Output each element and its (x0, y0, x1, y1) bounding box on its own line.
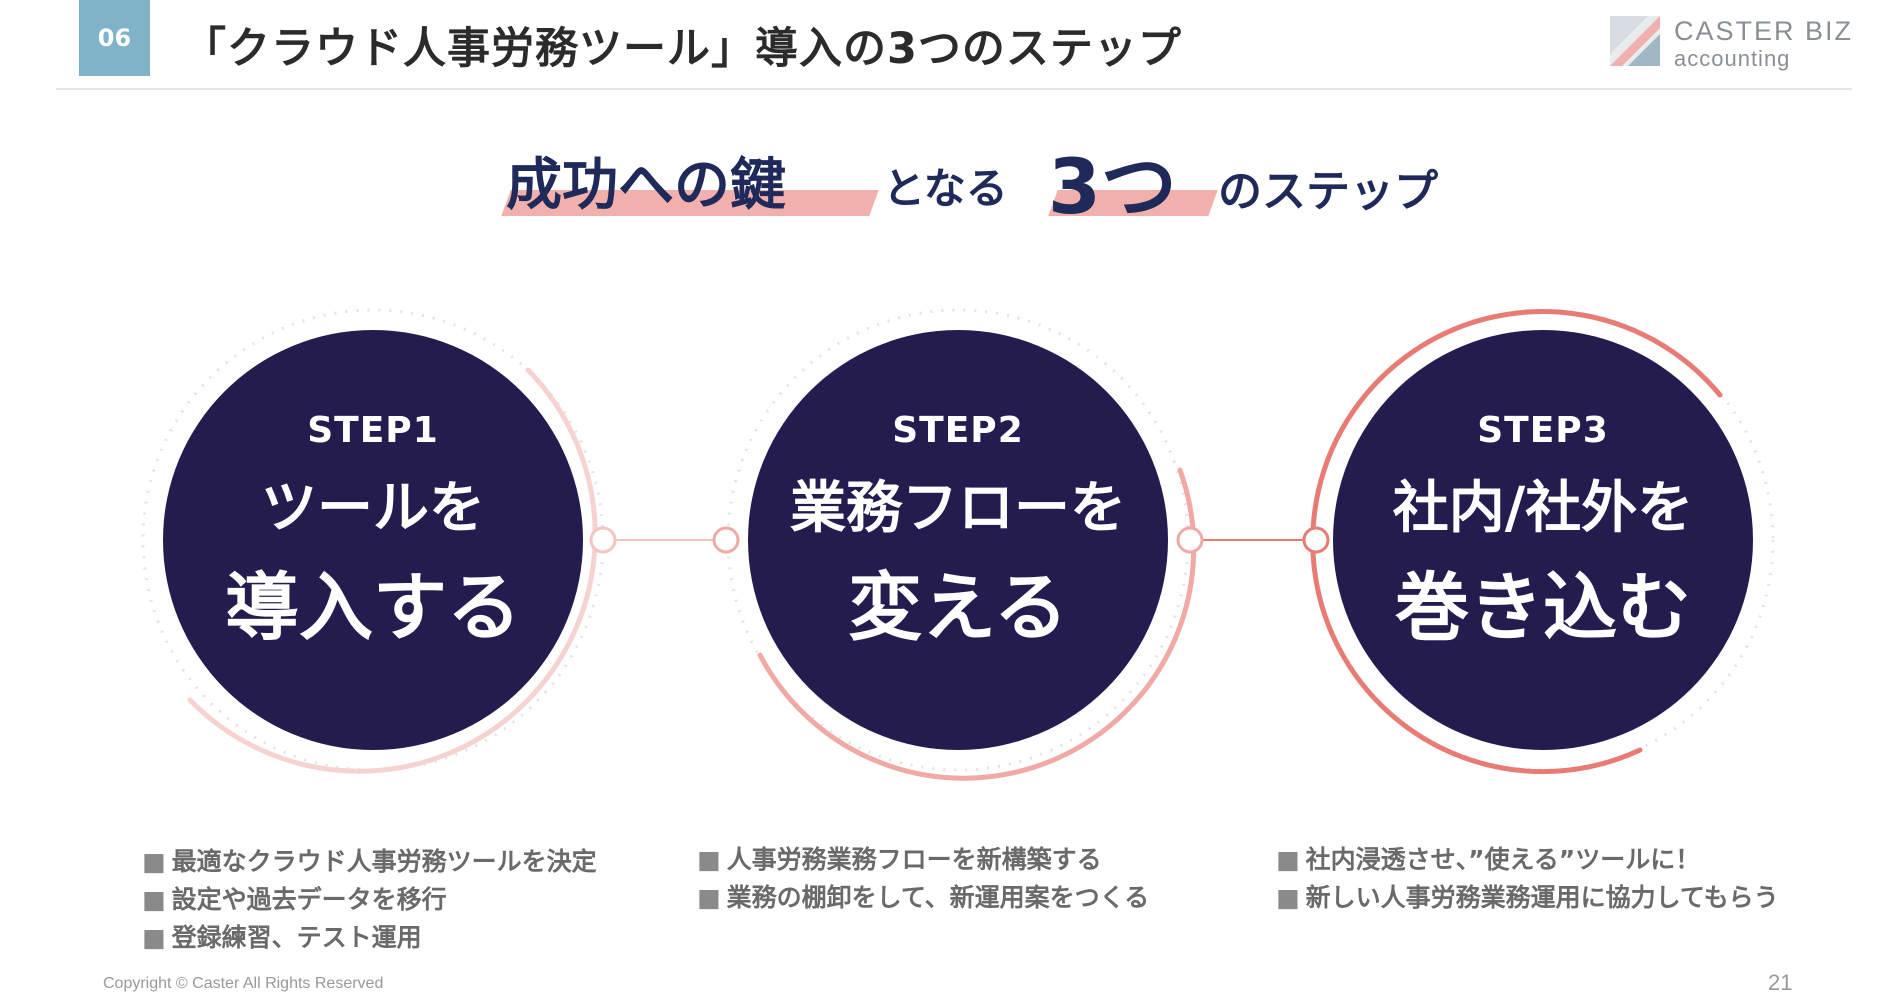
list-item: ■新しい人事労務業務運用に協力してもらう (1276, 883, 1779, 912)
list-item: ■人事労務業務フローを新構築する (697, 845, 1102, 874)
page-number: 21 (1768, 970, 1793, 995)
bullet-square-icon: ■ (142, 885, 166, 914)
step1-title-line2: 導入する (225, 565, 521, 651)
list-item: ■最適なクラウド人事労務ツールを決定 (142, 847, 597, 876)
step1-label: STEP1 (307, 410, 439, 451)
bullet-square-icon: ■ (1276, 845, 1300, 874)
step3-circle (1333, 330, 1753, 750)
headline-part-steps: のステップ (1218, 166, 1438, 217)
section-number-badge: 06 (79, 0, 150, 76)
headline-part-key: 成功への鍵 (506, 153, 786, 218)
step1-outer-arc (187, 367, 598, 774)
header-divider (56, 88, 1852, 90)
bullet-square-icon: ■ (142, 847, 166, 876)
bullet-square-icon: ■ (142, 923, 166, 952)
step2-title-line1: 業務フローを (790, 476, 1126, 541)
step3-title-line1: 社内/社外を (1392, 476, 1694, 541)
connector-node-3-left (1302, 526, 1330, 554)
connector-node-2-left (712, 526, 740, 554)
connector-node-2-right (1176, 526, 1204, 554)
step3-text: STEP3 社内/社外を 巻き込む (1343, 410, 1743, 655)
step2-title-line2: 変える (848, 565, 1068, 651)
step2-text: STEP2 業務フローを 変える (758, 410, 1158, 655)
headline-part-three: 3つ (1048, 142, 1177, 231)
step2-label: STEP2 (892, 410, 1024, 451)
step3-label: STEP3 (1477, 410, 1609, 451)
step3-outer-arc (1310, 309, 1723, 775)
list-item: ■業務の棚卸をして、新運用案をつくる (697, 883, 1150, 912)
logo-brand-name: CASTER BIZ (1674, 16, 1854, 46)
connector-node-1-right (589, 526, 617, 554)
list-item: ■社内浸透させ、”使える”ツールに！ (1276, 845, 1701, 874)
headline: 成功への鍵 となる 3つ のステップ (498, 135, 1478, 231)
step2-outer-arc (757, 467, 1197, 781)
caster-biz-logo: CASTER BIZ accounting (1610, 16, 1854, 76)
step1-circle (163, 330, 583, 750)
step2-bullets: ■人事労務業務フローを新構築する ■業務の棚卸をして、新運用案をつくる (697, 841, 1149, 917)
logo-mark-icon (1610, 16, 1660, 66)
headline-part-tonaru: となる (883, 164, 1008, 213)
list-item: ■登録練習、テスト運用 (142, 923, 422, 952)
step1-text: STEP1 ツールを 導入する (173, 410, 573, 655)
bullet-square-icon: ■ (1276, 883, 1300, 912)
list-item: ■設定や過去データを移行 (142, 885, 447, 914)
slide-title: 「クラウド人事労務ツール」導入の3つのステップ (183, 24, 1182, 74)
step2-circle (748, 330, 1168, 750)
bullet-square-icon: ■ (697, 883, 721, 912)
step3-bullets: ■社内浸透させ、”使える”ツールに！ ■新しい人事労務業務運用に協力してもらう (1276, 841, 1779, 917)
step3-title-line2: 巻き込む (1395, 565, 1691, 651)
step1-title-line1: ツールを (261, 476, 485, 541)
logo-brand-sub: accounting (1674, 46, 1791, 71)
step3-outer-dotted-ring (1311, 308, 1775, 772)
step1-bullets: ■最適なクラウド人事労務ツールを決定 ■設定や過去データを移行 ■登録練習、テス… (142, 843, 597, 957)
bullet-square-icon: ■ (697, 845, 721, 874)
copyright-notice: Copyright © Caster All Rights Reserved (103, 975, 384, 992)
